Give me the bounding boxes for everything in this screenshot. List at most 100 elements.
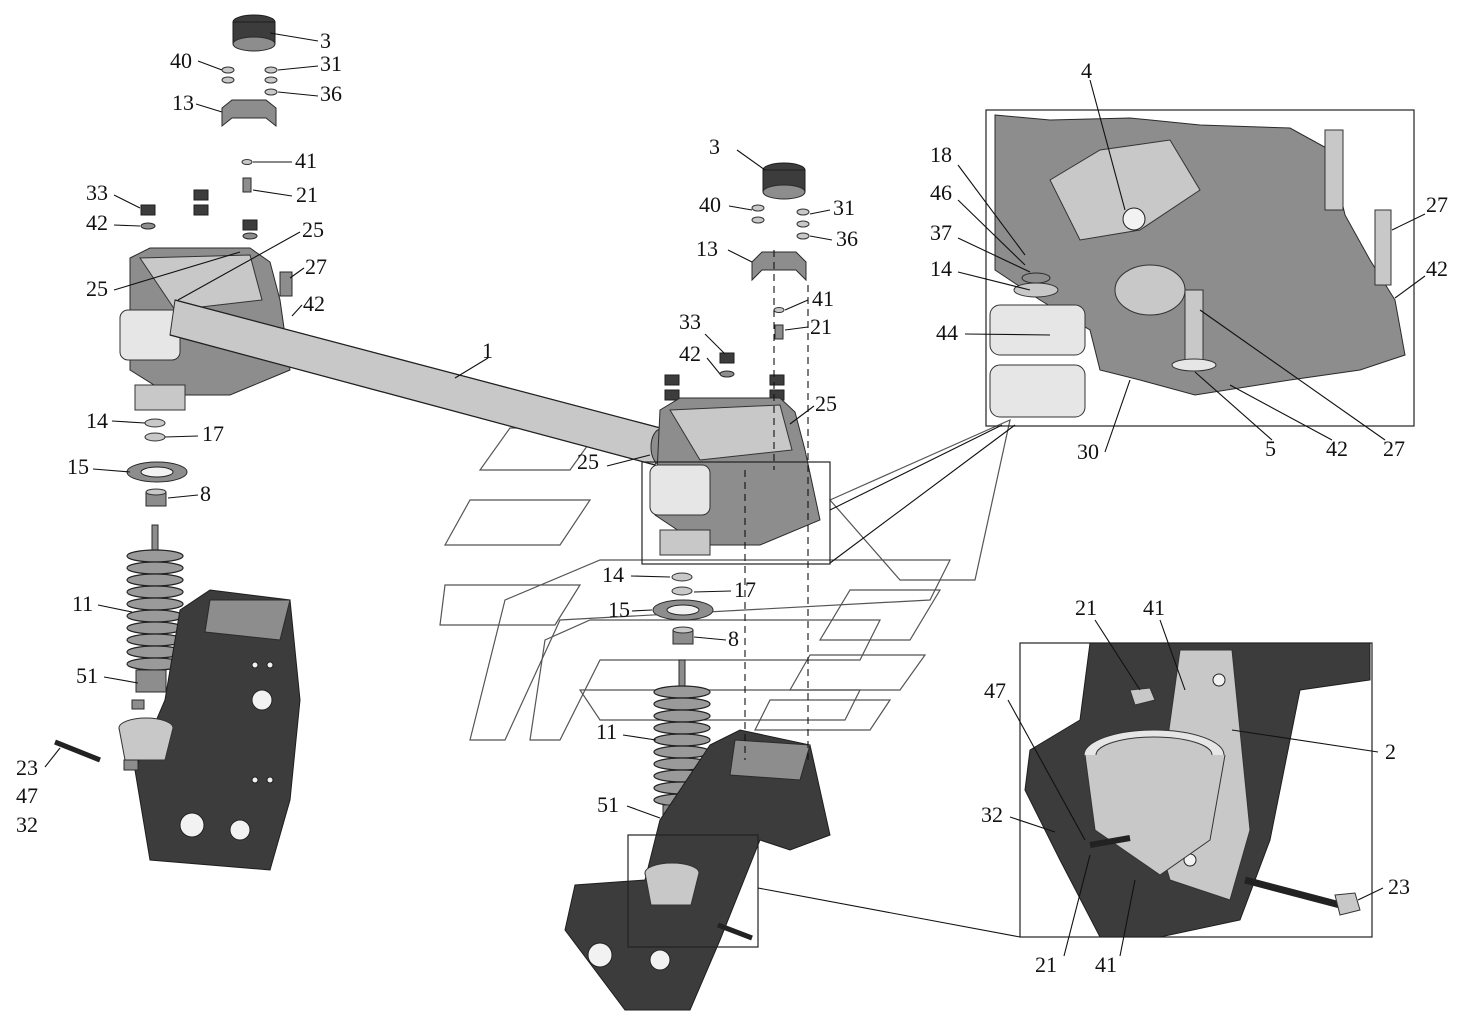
callout-37: 37 bbox=[930, 220, 952, 245]
callout-21: 21 bbox=[810, 314, 832, 339]
callout-4: 4 bbox=[1081, 58, 1092, 83]
callout-41: 41 bbox=[812, 286, 834, 311]
callout-47: 47 bbox=[984, 678, 1006, 703]
inset-connector-lines-bottom bbox=[757, 887, 1021, 938]
callout-13: 13 bbox=[172, 90, 194, 115]
callout-14: 14 bbox=[930, 256, 952, 281]
left-bushing-8 bbox=[145, 488, 167, 507]
leader-lines bbox=[44, 32, 1426, 957]
spring-coil bbox=[126, 585, 184, 599]
callout-27: 27 bbox=[1383, 436, 1405, 461]
callout-36: 36 bbox=[320, 81, 342, 106]
callout-42: 42 bbox=[86, 210, 108, 235]
callout-47: 47 bbox=[16, 783, 38, 808]
mid-housing-assembly bbox=[641, 397, 831, 565]
callout-33: 33 bbox=[86, 180, 108, 205]
callout-51: 51 bbox=[597, 792, 619, 817]
mid-bushing-3 bbox=[762, 162, 806, 200]
left-bracket-13 bbox=[221, 99, 277, 128]
callout-42: 42 bbox=[1426, 256, 1448, 281]
spring-coil bbox=[126, 573, 184, 587]
spring-coil bbox=[653, 721, 711, 735]
callout-14: 14 bbox=[86, 408, 108, 433]
left-bushing-3 bbox=[232, 14, 276, 52]
assembly-dashed-lines bbox=[744, 250, 809, 760]
callout-44: 44 bbox=[936, 320, 958, 345]
callout-27: 27 bbox=[1426, 192, 1448, 217]
callout-15: 15 bbox=[67, 454, 89, 479]
detail-inset-bottom bbox=[1019, 642, 1373, 938]
callout-42: 42 bbox=[679, 341, 701, 366]
background-watermark-logo bbox=[439, 418, 1011, 741]
callout-30: 30 bbox=[1077, 439, 1099, 464]
callout-25: 25 bbox=[86, 276, 108, 301]
callout-31: 31 bbox=[320, 51, 342, 76]
callout-23: 23 bbox=[16, 755, 38, 780]
spring-coil bbox=[653, 697, 711, 711]
callout-3: 3 bbox=[320, 28, 331, 53]
left-nuts-33-42 bbox=[140, 189, 258, 240]
callout-32: 32 bbox=[981, 802, 1003, 827]
callout-25: 25 bbox=[815, 391, 837, 416]
callout-33: 33 bbox=[679, 309, 701, 334]
callout-21: 21 bbox=[296, 182, 318, 207]
left-spring-11 bbox=[126, 524, 184, 693]
callout-labels: 3 40 31 36 13 41 21 33 42 25 25 27 42 1 … bbox=[16, 28, 1448, 977]
callout-41: 41 bbox=[1095, 952, 1117, 977]
inset-connector-lines bbox=[829, 424, 1016, 564]
callout-21: 21 bbox=[1035, 952, 1057, 977]
callout-8: 8 bbox=[200, 481, 211, 506]
callout-51: 51 bbox=[76, 663, 98, 688]
callout-42: 42 bbox=[303, 291, 325, 316]
callout-2: 2 bbox=[1385, 739, 1396, 764]
callout-41: 41 bbox=[295, 148, 317, 173]
mid-knuckle-bracket bbox=[564, 729, 831, 1011]
mid-washers bbox=[751, 204, 810, 240]
callout-25: 25 bbox=[577, 449, 599, 474]
spring-coil bbox=[653, 733, 711, 747]
callout-40: 40 bbox=[170, 48, 192, 73]
mid-nuts bbox=[664, 352, 785, 401]
callout-18: 18 bbox=[930, 142, 952, 167]
callout-13: 13 bbox=[696, 236, 718, 261]
callout-15: 15 bbox=[608, 597, 630, 622]
callout-5: 5 bbox=[1265, 436, 1276, 461]
mid-bushing-8 bbox=[672, 626, 694, 645]
spring-coil bbox=[126, 621, 184, 635]
callout-25: 25 bbox=[302, 217, 324, 242]
callout-21: 21 bbox=[1075, 595, 1097, 620]
callout-31: 31 bbox=[833, 195, 855, 220]
callout-42: 42 bbox=[1326, 436, 1348, 461]
mid-bolt-21 bbox=[773, 307, 785, 340]
callout-8: 8 bbox=[728, 626, 739, 651]
mid-bracket-13 bbox=[751, 251, 807, 282]
callout-17: 17 bbox=[202, 421, 224, 446]
spring-coil bbox=[126, 549, 184, 563]
callout-1: 1 bbox=[482, 338, 493, 363]
mid-ring-15 bbox=[652, 599, 714, 621]
left-ring-15 bbox=[126, 461, 188, 483]
spring-coil bbox=[126, 597, 184, 611]
spring-coil bbox=[126, 561, 184, 575]
callout-23: 23 bbox=[1388, 874, 1410, 899]
left-knuckle-bracket bbox=[118, 589, 301, 871]
callout-36: 36 bbox=[836, 226, 858, 251]
callout-27: 27 bbox=[305, 254, 327, 279]
spring-coil bbox=[653, 709, 711, 723]
detail-inset-top bbox=[985, 109, 1415, 427]
callout-11: 11 bbox=[596, 719, 617, 744]
spring-coil bbox=[653, 685, 711, 699]
spring-coil bbox=[653, 745, 711, 759]
left-washers bbox=[221, 66, 278, 96]
spring-coil bbox=[126, 609, 184, 623]
callout-41: 41 bbox=[1143, 595, 1165, 620]
callout-3: 3 bbox=[709, 134, 720, 159]
callout-17: 17 bbox=[734, 577, 756, 602]
left-bolt-21 bbox=[241, 159, 253, 193]
callout-32: 32 bbox=[16, 812, 38, 837]
left-bolt-23 bbox=[54, 699, 145, 771]
callout-40: 40 bbox=[699, 192, 721, 217]
mid-washers-14-17 bbox=[671, 572, 693, 596]
callout-46: 46 bbox=[930, 180, 952, 205]
